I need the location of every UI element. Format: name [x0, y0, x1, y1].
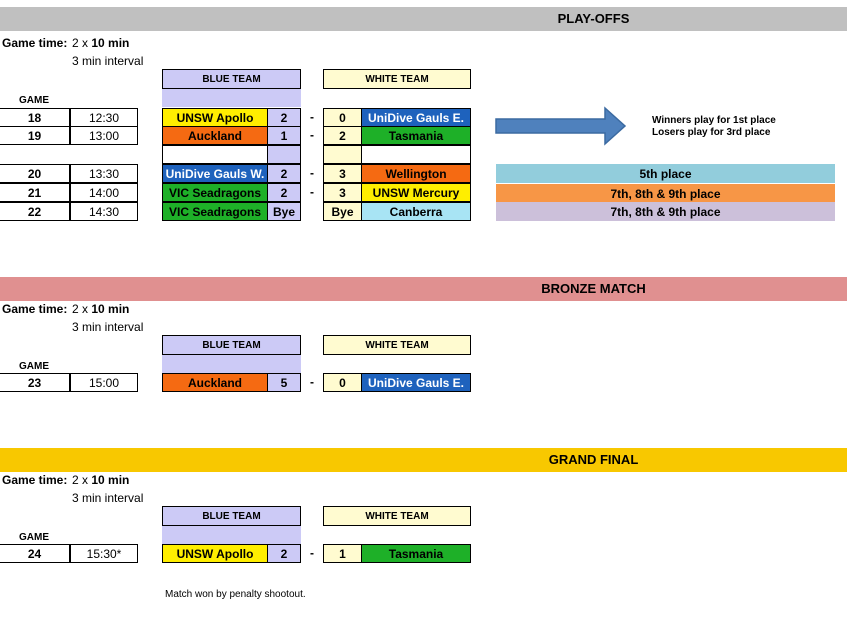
empty-blue-cell	[162, 145, 268, 164]
final-blue-team-header: BLUE TEAM	[162, 506, 301, 526]
game-number: 23	[0, 373, 70, 392]
score-dash: -	[310, 546, 314, 560]
final-white-team-header: WHITE TEAM	[323, 506, 471, 526]
final-game-time: 2 x 10 min	[72, 473, 129, 487]
bronze-game-time: 2 x 10 min	[72, 302, 129, 316]
empty-white-score	[323, 145, 362, 164]
table-row: 23 15:00 Auckland 5 - 0 UniDive Gauls E.	[0, 373, 471, 392]
score-dash: -	[310, 375, 314, 389]
game-number: 22	[0, 202, 70, 221]
final-banner: GRAND FINAL	[0, 448, 847, 472]
blue-team: UNSW Apollo	[162, 544, 268, 563]
playoffs-interval: 3 min interval	[72, 54, 144, 68]
table-row: 20 13:30 UniDive Gauls W. 2 - 3 Wellingt…	[0, 164, 471, 183]
playoffs-white-team-header: WHITE TEAM	[323, 69, 471, 89]
blue-team: VIC Seadragons	[162, 183, 268, 202]
place-7th-8th-9th: 7th, 8th & 9th place	[496, 184, 835, 203]
bronze-interval: 3 min interval	[72, 320, 144, 334]
losers-note: Losers play for 3rd place	[652, 127, 771, 138]
playoffs-game-time-value: 10 min	[91, 36, 130, 50]
white-team: Tasmania	[361, 126, 471, 145]
winners-note: Winners play for 1st place	[652, 115, 776, 126]
white-score: 3	[323, 164, 362, 183]
game-time: 13:30	[70, 164, 138, 183]
arrow-right-icon	[495, 106, 627, 146]
white-score: 1	[323, 544, 362, 563]
white-team: UniDive Gauls E.	[361, 373, 471, 392]
final-game-time-value: 10 min	[91, 473, 130, 487]
game-number: 18	[0, 108, 70, 127]
blue-team: Auckland	[162, 373, 268, 392]
white-team: Tasmania	[361, 544, 471, 563]
bronze-banner: BRONZE MATCH	[0, 277, 847, 301]
score-dash: -	[310, 128, 314, 142]
place-7th-8th-9th: 7th, 8th & 9th place	[496, 202, 835, 221]
final-footnote: Match won by penalty shootout.	[165, 589, 306, 600]
playoffs-banner: PLAY-OFFS	[0, 7, 847, 31]
empty-white-cell	[361, 145, 471, 164]
score-dash: -	[310, 185, 314, 199]
white-team: Canberra	[361, 202, 471, 221]
final-game-header: GAME	[19, 532, 49, 543]
white-score: 3	[323, 183, 362, 202]
blue-team: UniDive Gauls W.	[162, 164, 268, 183]
playoffs-game-time-prefix: 2 x	[72, 36, 92, 50]
score-dash: -	[310, 166, 314, 180]
white-team: Wellington	[361, 164, 471, 183]
game-number: 21	[0, 183, 70, 202]
game-number: 20	[0, 164, 70, 183]
game-time: 14:30	[70, 202, 138, 221]
bronze-game-time-label: Game time:	[2, 302, 68, 316]
bronze-title: BRONZE MATCH	[541, 281, 646, 296]
white-score: 0	[323, 108, 362, 127]
blue-score: 2	[267, 164, 301, 183]
game-number: 19	[0, 126, 70, 145]
game-number: 24	[0, 544, 70, 563]
blue-score: 2	[267, 544, 301, 563]
game-time: 14:00	[70, 183, 138, 202]
bronze-game-header: GAME	[19, 361, 49, 372]
final-interval: 3 min interval	[72, 491, 144, 505]
playoffs-blue-spacer	[162, 89, 301, 107]
empty-blue-score	[267, 145, 301, 164]
bronze-blue-spacer	[162, 355, 301, 373]
final-game-time-label: Game time:	[2, 473, 68, 487]
bronze-game-time-prefix: 2 x	[72, 302, 92, 316]
white-score: 2	[323, 126, 362, 145]
white-score: 0	[323, 373, 362, 392]
playoffs-game-header: GAME	[19, 95, 49, 106]
playoffs-game-time: 2 x 10 min	[72, 36, 129, 50]
white-team: UNSW Mercury	[361, 183, 471, 202]
blue-score: Bye	[267, 202, 301, 221]
table-row: 19 13:00 Auckland 1 - 2 Tasmania	[0, 126, 471, 145]
table-row: 18 12:30 UNSW Apollo 2 - 0 UniDive Gauls…	[0, 108, 471, 127]
blue-team: VIC Seadragons	[162, 202, 268, 221]
final-game-time-prefix: 2 x	[72, 473, 92, 487]
table-row: 21 14:00 VIC Seadragons 2 - 3 UNSW Mercu…	[0, 183, 471, 202]
blue-team: UNSW Apollo	[162, 108, 268, 127]
blue-score: 5	[267, 373, 301, 392]
game-time: 15:30*	[70, 544, 138, 563]
blue-score: 2	[267, 108, 301, 127]
game-time: 15:00	[70, 373, 138, 392]
blue-team: Auckland	[162, 126, 268, 145]
playoffs-title: PLAY-OFFS	[557, 11, 630, 26]
place-5th: 5th place	[496, 164, 835, 183]
bronze-white-team-header: WHITE TEAM	[323, 335, 471, 355]
table-row: 22 14:30 VIC Seadragons Bye Bye Canberra	[0, 202, 471, 221]
blue-score: 2	[267, 183, 301, 202]
blue-score: 1	[267, 126, 301, 145]
final-blue-spacer	[162, 526, 301, 544]
bronze-blue-team-header: BLUE TEAM	[162, 335, 301, 355]
playoffs-blue-team-header: BLUE TEAM	[162, 69, 301, 89]
bronze-game-time-value: 10 min	[91, 302, 130, 316]
final-title: GRAND FINAL	[548, 452, 639, 467]
table-row: 24 15:30* UNSW Apollo 2 - 1 Tasmania	[0, 544, 471, 563]
score-dash: -	[310, 110, 314, 124]
game-time: 12:30	[70, 108, 138, 127]
playoffs-game-time-label: Game time:	[2, 36, 68, 50]
white-team: UniDive Gauls E.	[361, 108, 471, 127]
game-time: 13:00	[70, 126, 138, 145]
white-score: Bye	[323, 202, 362, 221]
